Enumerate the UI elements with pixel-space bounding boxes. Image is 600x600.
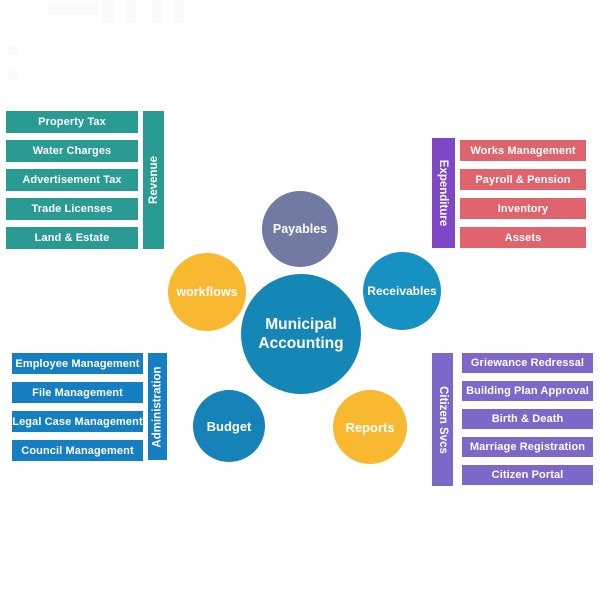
citizen-svcs-item: Marriage Registration (462, 437, 593, 457)
payables-node: Payables (262, 191, 338, 267)
administration-item-list: Employee Management File Management Lega… (12, 353, 143, 461)
administration-item: Employee Management (12, 353, 143, 374)
administration-category-label: Administration (151, 365, 164, 448)
revenue-item-list: Property Tax Water Charges Advertisement… (6, 111, 138, 249)
reports-label: Reports (345, 419, 395, 435)
reports-node: Reports (333, 390, 407, 464)
watermark-bar (103, 0, 113, 23)
revenue-item: Property Tax (6, 111, 138, 133)
citizen-svcs-item-list: Griewance Redressal Building Plan Approv… (462, 353, 593, 485)
municipal-accounting-label: Municipal Accounting (258, 315, 344, 352)
administration-category-bar: Administration (148, 353, 167, 460)
budget-label: Budget (206, 418, 252, 434)
citizen-svcs-item: Birth & Death (462, 409, 593, 429)
revenue-item: Advertisement Tax (6, 169, 138, 191)
expenditure-item-list: Works Management Payroll & Pension Inven… (460, 140, 586, 248)
watermark-block (48, 2, 98, 15)
receivables-label: Receivables (367, 284, 437, 298)
citizen-svcs-item: Citizen Portal (462, 465, 593, 485)
administration-item: Council Management (12, 440, 143, 461)
administration-item: File Management (12, 382, 143, 403)
expenditure-item: Assets (460, 227, 586, 248)
watermark-bar (127, 0, 136, 23)
citizen-svcs-category-bar: Citizen Svcs (432, 353, 453, 486)
citizen-svcs-item: Building Plan Approval (462, 381, 593, 401)
municipal-accounting-hub: Municipal Accounting (241, 274, 361, 394)
expenditure-item: Inventory (460, 198, 586, 219)
expenditure-item: Payroll & Pension (460, 169, 586, 190)
watermark-dot (8, 46, 17, 55)
citizen-svcs-item: Griewance Redressal (462, 353, 593, 373)
expenditure-category-label: Expenditure (437, 159, 450, 227)
revenue-item: Water Charges (6, 140, 138, 162)
revenue-category-label: Revenue (147, 156, 160, 204)
payables-label: Payables (272, 222, 328, 236)
workflows-node: workflows (168, 253, 246, 331)
administration-item: Legal Case Management (12, 411, 143, 432)
budget-node: Budget (193, 390, 265, 462)
receivables-node: Receivables (363, 252, 441, 330)
expenditure-category-bar: Expenditure (432, 138, 455, 248)
revenue-category-bar: Revenue (143, 111, 164, 249)
watermark-bar (175, 0, 184, 23)
revenue-item: Land & Estate (6, 227, 138, 249)
revenue-item: Trade Licenses (6, 198, 138, 220)
watermark-bar (152, 0, 161, 23)
expenditure-item: Works Management (460, 140, 586, 161)
watermark-dot (8, 69, 17, 80)
citizen-svcs-category-label: Citizen Svcs (436, 385, 449, 454)
workflows-label: workflows (176, 285, 238, 299)
